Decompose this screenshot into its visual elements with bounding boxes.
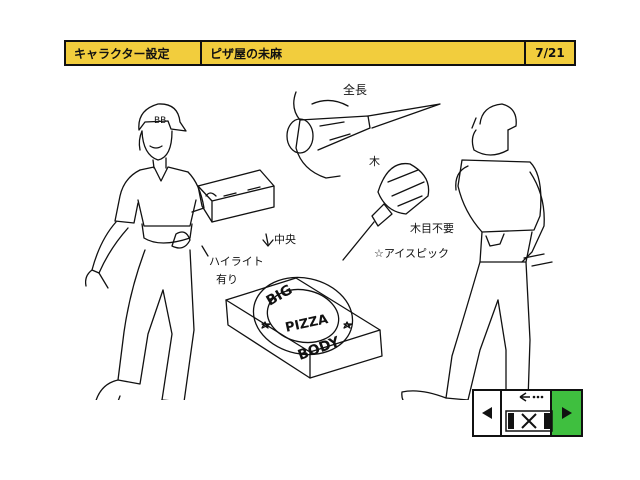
annotation-highlight-1: ハイライト [209, 255, 264, 268]
annotation-highlight-2: 有り [216, 272, 238, 286]
annotation-cut: 全長 [343, 82, 367, 97]
sheet-title: ピザ屋の未麻 [202, 42, 526, 64]
annotation-wood-mark: 木 [369, 155, 380, 168]
film-menu-icon [505, 392, 553, 432]
ice-pick-drawing [262, 162, 430, 261]
close-icon[interactable] [520, 412, 538, 430]
annotation-wood-note: 木目不要 [410, 222, 454, 235]
page-counter: 7/21 [535, 46, 565, 60]
knife-in-hand-drawing [286, 91, 441, 179]
pizza-box-text-center: PIZZA [284, 312, 329, 336]
header-bar: キャラクター設定 ピザ屋の未麻 7/21 [64, 40, 576, 66]
triangle-left-icon [482, 407, 492, 419]
cap-logo: BB [154, 116, 166, 126]
annotation-ice-pick: ☆アイスピック [374, 247, 449, 260]
menu-button[interactable] [502, 391, 553, 435]
annotation-thickness: 中央 [274, 233, 296, 246]
character-front-figure: BB [84, 103, 205, 400]
previous-page-button[interactable] [474, 391, 502, 435]
next-page-button[interactable] [552, 391, 581, 435]
delivery-bag-drawing [197, 169, 275, 223]
category-label: キャラクター設定 [66, 42, 202, 64]
character-sheet-drawing: BB BIG PIZZA BODY [84, 82, 553, 400]
triangle-right-icon [561, 407, 572, 419]
pizza-box-drawing: BIG PIZZA BODY [225, 276, 383, 379]
navigation-control [472, 389, 583, 437]
annotation-arrow [201, 245, 209, 257]
pizza-box-text-bottom: BODY [296, 334, 343, 364]
